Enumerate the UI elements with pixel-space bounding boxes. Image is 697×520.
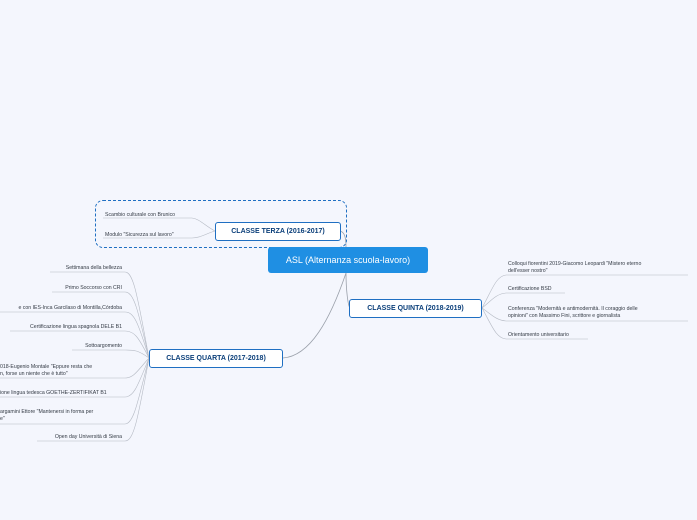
leaf-quinta-1[interactable]: Colloqui fiorentini 2019-Giacomo Leopard… bbox=[508, 261, 641, 274]
leaf-terza-2[interactable]: Modulo "Sicurezza sul lavoro" bbox=[105, 232, 174, 238]
branch-classe-terza[interactable]: CLASSE TERZA (2016-2017) bbox=[215, 222, 341, 241]
leaf-quinta-2[interactable]: Certificazione BSD bbox=[508, 286, 552, 293]
leaf-line: n, forse un niente che è tutto" bbox=[0, 370, 68, 377]
leaf-line: Orientamento universitario bbox=[508, 332, 569, 338]
leaf-line: Open day Università di Siena bbox=[54, 434, 122, 440]
connector-quarta-8 bbox=[0, 357, 150, 425]
terza-boundary bbox=[95, 200, 347, 248]
connector-quarta-9 bbox=[37, 357, 150, 442]
leaf-quarta-2[interactable]: Primo Soccorso con CRI bbox=[65, 285, 122, 292]
connector-quarta-5 bbox=[72, 349, 150, 359]
branch-classe-quinta[interactable]: CLASSE QUINTA (2018-2019) bbox=[349, 299, 482, 318]
leaf-quarta-4[interactable]: Certificazione lingua spagnola DELE B1 bbox=[30, 324, 122, 331]
leaf-line: Settimana della bellezza bbox=[65, 265, 122, 271]
leaf-line: Primo Soccorso con CRI bbox=[65, 285, 122, 291]
connector-terza-1 bbox=[103, 217, 216, 232]
connector-quinta-4 bbox=[481, 307, 588, 340]
leaf-quarta-3[interactable]: e con IES-Inca Garcilaso di Montilla,Cór… bbox=[18, 305, 122, 312]
connector-quinta-3 bbox=[481, 307, 688, 322]
leaf-quarta-1[interactable]: Settimana della bellezza bbox=[66, 265, 122, 272]
leaf-line: Certificazione BSD bbox=[508, 286, 552, 292]
connector-quarta-1 bbox=[50, 271, 150, 359]
leaf-terza-1[interactable]: Scambio culturale con Brunico bbox=[105, 212, 176, 218]
leaf-quinta-3[interactable]: Conferenza "Modernità e antimodernità. I… bbox=[508, 306, 638, 319]
connector-quarta-3 bbox=[0, 311, 150, 359]
connector-quinta-2 bbox=[481, 292, 565, 309]
leaf-quarta-5[interactable]: Sottoargomento bbox=[85, 343, 122, 350]
connector-quarta-4 bbox=[10, 330, 150, 359]
connector-quarta-6 bbox=[0, 357, 150, 379]
root-node[interactable]: ASL (Alternanza scuola-lavoro) bbox=[268, 247, 428, 273]
leaf-line: opinioni" con Massimo Fini, scrittore e … bbox=[508, 312, 621, 319]
connector-root-quarta bbox=[282, 272, 347, 359]
connector-quinta-1 bbox=[481, 274, 688, 309]
branch-classe-quarta[interactable]: CLASSE QUARTA (2017-2018) bbox=[149, 349, 283, 368]
leaf-line: Sottoargomento bbox=[85, 343, 122, 349]
leaf-line: Conferenza "Modernità e antimodernità. I… bbox=[508, 306, 638, 312]
connector-terza-2 bbox=[103, 230, 216, 239]
connector-quarta-7 bbox=[0, 357, 150, 398]
leaf-quarta-7[interactable]: ione lingua tedesca GOETHE-ZERTIFIKAT B1 bbox=[0, 390, 107, 397]
connector-quarta-2 bbox=[52, 291, 150, 359]
leaf-quarta-9[interactable]: Open day Università di Siena bbox=[55, 434, 122, 441]
leaf-line: e con IES-Inca Garcilaso di Montilla,Cór… bbox=[18, 305, 122, 311]
leaf-quarta-8[interactable]: argamini Ettore "Mantenersi in forma per… bbox=[0, 409, 93, 422]
leaf-line: dell'esser nostro" bbox=[508, 267, 548, 274]
leaf-line: Colloqui fiorentini 2019-Giacomo Leopard… bbox=[508, 261, 642, 267]
leaf-line: 018-Eugenio Montale "Eppure resta che bbox=[0, 364, 93, 370]
leaf-line: e" bbox=[0, 415, 5, 422]
leaf-line: Certificazione lingua spagnola DELE B1 bbox=[30, 324, 122, 330]
leaf-line: argamini Ettore "Mantenersi in forma per bbox=[0, 409, 94, 415]
leaf-quinta-4[interactable]: Orientamento universitario bbox=[508, 332, 569, 339]
leaf-quarta-6[interactable]: 018-Eugenio Montale "Eppure resta che n,… bbox=[0, 364, 92, 377]
leaf-line: ione lingua tedesca GOETHE-ZERTIFIKAT B1 bbox=[0, 390, 107, 396]
